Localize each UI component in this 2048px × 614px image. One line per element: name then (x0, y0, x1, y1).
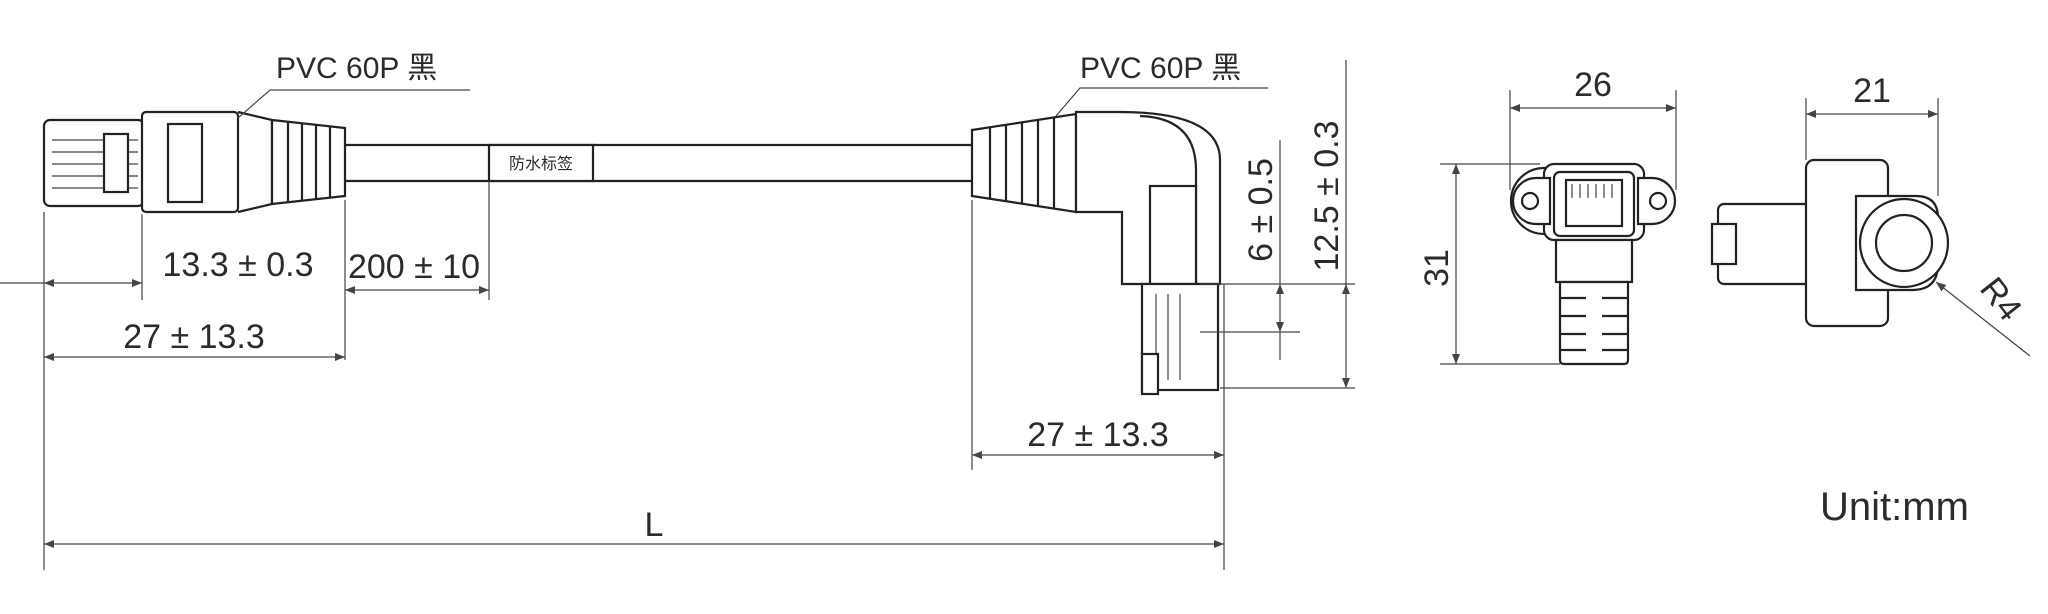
right-dimensions (971, 60, 1355, 570)
left-dimensions (0, 181, 1224, 570)
dim-right-plug: 27 ± 13.3 (1027, 416, 1169, 454)
side-view (1710, 98, 2031, 357)
dim-side-width: 21 (1853, 72, 1891, 110)
left-rj45-plug (42, 110, 347, 214)
label-tag-text: 防水标签 (509, 155, 573, 173)
callout-leaders (237, 87, 1268, 119)
units-note: Unit:mm (1820, 485, 1969, 529)
right-angled-plug (970, 110, 1222, 396)
dim-right-offset: 6 ± 0.5 (1242, 158, 1280, 262)
dim-cable-segment: 200 ± 10 (348, 248, 480, 286)
dim-front-height: 31 (1418, 249, 1456, 287)
right-cable-callout: PVC 60P 黑 (1080, 52, 1241, 85)
dim-left-boot: 13.3 ± 0.3 (163, 246, 314, 284)
dim-left-plug: 27 ± 13.3 (123, 318, 265, 356)
left-cable-callout: PVC 60P 黑 (276, 52, 437, 85)
dim-front-width: 26 (1574, 66, 1612, 104)
dim-right-height: 12.5 ± 0.3 (1308, 121, 1346, 272)
dim-overall-length: L (645, 506, 664, 544)
dim-radius: R4 (1972, 270, 2029, 328)
cable (345, 143, 972, 183)
front-view (1440, 90, 1677, 366)
